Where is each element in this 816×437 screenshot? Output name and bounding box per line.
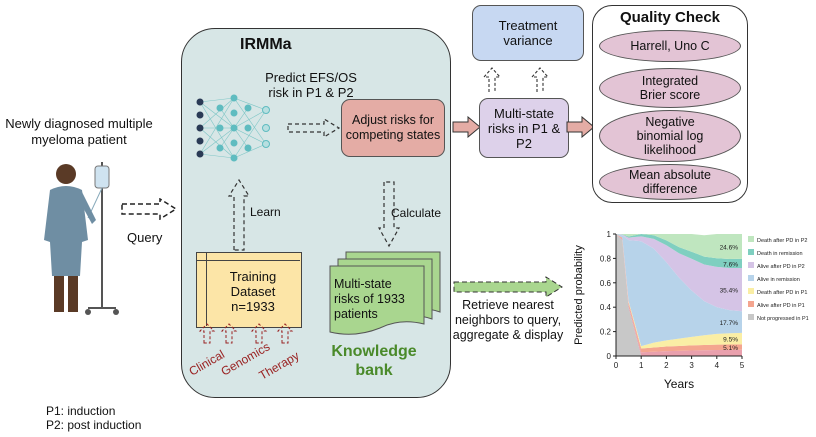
legend-label: Death after PD in P2: [757, 238, 807, 244]
arrow-retrieve: [453, 276, 563, 298]
input-labels: Clinical Genomics Therapy: [187, 339, 302, 382]
y-tick-label: 0.8: [600, 254, 612, 263]
series-area: [616, 234, 742, 349]
learn-label: Learn: [250, 205, 281, 219]
arrow-calculate: [378, 181, 400, 248]
training-dataset-margin: [206, 252, 207, 326]
query-label: Query: [127, 230, 163, 245]
multistate-risks-label: Multi-state risks in P1 & P2: [487, 105, 561, 151]
legend-label: Death in remission: [757, 251, 803, 257]
quality-item: Mean absolute difference: [599, 164, 741, 200]
treatment-variance-label: Treatment variance: [498, 18, 558, 48]
retrieve-label: Retrieve nearest neighbors to query, agg…: [452, 298, 564, 342]
training-dataset-doc: [196, 252, 302, 328]
quality-item: Integrated Brier score: [599, 68, 741, 108]
legend-swatch: [748, 301, 754, 307]
data-label: 5.1%: [723, 345, 738, 352]
quality-item: Harrell, Uno C: [599, 30, 741, 62]
training-dataset-title: Training Dataset: [229, 269, 277, 299]
legend-swatch: [748, 249, 754, 255]
y-axis-label: Predicted probability: [573, 245, 585, 345]
legend-label: Not progressed in P1: [757, 316, 809, 322]
query-arrow: [121, 198, 178, 220]
series-area: [616, 234, 742, 347]
x-tick-label: 3: [689, 361, 694, 370]
patient-label: Newly diagnosed multiple myeloma patient: [5, 116, 153, 147]
y-tick-label: 1: [607, 230, 612, 239]
x-tick-label: 2: [664, 361, 669, 370]
legend-label: Death after PD in P1: [757, 290, 807, 296]
quality-item-label: Negative binomial log likelihood: [636, 115, 704, 157]
legend-label: Alive after PD in P1: [757, 303, 805, 309]
patient-illustration: [44, 162, 119, 315]
legend-label: Alive after PD in P2: [757, 264, 805, 270]
quality-item: Negative binomial log likelihood: [599, 110, 741, 162]
legend-swatch: [748, 288, 754, 294]
series-area: [616, 234, 742, 260]
training-dataset-header: [196, 260, 300, 261]
arrow-to-quality: [566, 116, 595, 138]
x-axis-label: Years: [664, 377, 694, 391]
x-tick-label: 1: [639, 361, 644, 370]
arrow-to-multistate: [452, 116, 481, 138]
data-label: 17.7%: [720, 320, 739, 327]
series-area: [616, 234, 742, 356]
series-area: [616, 234, 742, 312]
data-label: 24.6%: [720, 244, 739, 251]
arrow-learn: [228, 178, 250, 251]
y-tick-label: 0: [607, 352, 612, 361]
input-clinical: Clinical: [187, 347, 228, 378]
x-tick-label: 5: [740, 361, 745, 370]
legend-label: Alive in remission: [757, 277, 800, 283]
legend-note-p1: P1: induction: [46, 404, 116, 418]
x-tick-label: 0: [614, 361, 619, 370]
predict-label: Predict EFS/OS risk in P1 & P2: [265, 70, 357, 100]
training-dataset-n: n=1933: [231, 299, 275, 314]
data-label: 35.4%: [720, 288, 739, 295]
irmma-title: IRMMa: [240, 36, 292, 53]
series-area: [616, 234, 742, 269]
legend-swatch: [748, 236, 754, 242]
arrows-treatment-variance: [482, 67, 550, 92]
knowledge-bank-text: Multi-state risks of 1933 patients: [334, 277, 405, 321]
quality-item-label: Mean absolute difference: [628, 168, 711, 196]
knowledge-bank-title: Knowledge bank: [331, 343, 417, 379]
y-tick-label: 0.6: [600, 279, 612, 288]
legend-swatch: [748, 275, 754, 281]
quality-check-title: Quality Check: [619, 9, 721, 26]
y-tick-label: 0.4: [600, 303, 612, 312]
data-label: 9.5%: [723, 337, 738, 344]
knowledge-bank-stack: [329, 251, 441, 335]
data-label: 7.6%: [723, 261, 738, 268]
treatment-variance-box: Treatment variance: [472, 5, 584, 61]
legend-swatch: [748, 262, 754, 268]
calculate-label: Calculate: [391, 206, 442, 220]
neural-network-icon: [196, 94, 270, 162]
quality-item-label: Integrated Brier score: [639, 74, 701, 102]
quality-item-label: Harrell, Uno C: [630, 39, 710, 53]
legend-note-p2: P2: post induction: [46, 418, 142, 432]
adjust-risks-label: Adjust risks for competing states: [345, 113, 441, 142]
multistate-risks-box: Multi-state risks in P1 & P2: [479, 98, 569, 158]
legend-swatch: [748, 314, 754, 320]
input-arrows: [198, 323, 294, 344]
x-tick-label: 4: [715, 361, 720, 370]
y-tick-label: 0.2: [600, 328, 612, 337]
arrow-predict-to-adjust: [287, 118, 341, 138]
adjust-risks-box: Adjust risks for competing states: [341, 99, 445, 157]
